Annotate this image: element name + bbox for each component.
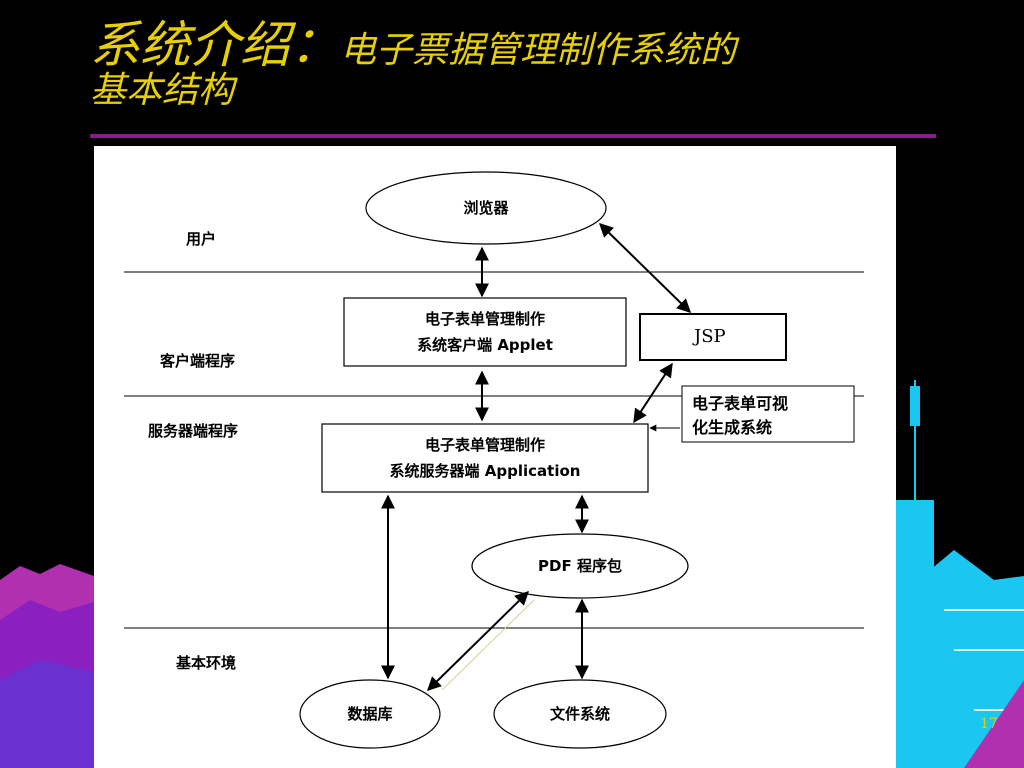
filesystem-label: 文件系统 — [549, 705, 610, 723]
tier-label-user: 用户 — [186, 230, 217, 248]
client-box-line2: 系统客户端 Applet — [417, 336, 553, 354]
pagoda-decoration — [894, 380, 1024, 768]
tier-label-server: 服务器端程序 — [148, 422, 239, 440]
arrow-jsp-server — [633, 362, 673, 424]
tier-label-base: 基本环境 — [176, 654, 237, 672]
server-box — [321, 423, 649, 493]
mountain-decoration — [0, 564, 94, 768]
diagram-connectors — [124, 171, 864, 749]
browser-ellipse — [365, 171, 607, 245]
pdf-ellipse — [471, 533, 689, 599]
callout-line1: 电子表单可视 — [692, 394, 789, 413]
architecture-diagram: 用户 客户端程序 服务器端程序 基本环境 浏览器 电子表单管理制作 系统客户端 … — [94, 146, 896, 768]
jsp-label: JSP — [694, 326, 726, 347]
slide-title: 系统介绍：电子票据管理制作系统的 基本结构 — [90, 18, 920, 111]
browser-label: 浏览器 — [463, 199, 509, 217]
pdf-label: PDF 程序包 — [538, 557, 622, 575]
arrow-pdf-database-shadow — [441, 599, 535, 691]
filesystem-ellipse — [493, 679, 667, 749]
database-ellipse — [299, 679, 441, 749]
callout-line2: 化生成系统 — [692, 418, 773, 437]
jsp-box — [639, 313, 787, 361]
server-box-line1: 电子表单管理制作 — [424, 436, 545, 454]
tier-label-client: 客户端程序 — [160, 352, 236, 370]
slide-title-main: 系统介绍： — [90, 16, 340, 74]
callout-box — [681, 385, 855, 443]
arrow-pdf-database — [427, 591, 529, 691]
slide-title-sub: 电子票据管理制作系统的 — [340, 30, 737, 71]
slide-title-line2: 基本结构 — [90, 70, 235, 111]
server-box-line2: 系统服务器端 Application — [389, 462, 581, 480]
client-box-line1: 电子表单管理制作 — [424, 310, 545, 328]
title-underline — [90, 134, 936, 138]
page-number: 17 — [980, 716, 998, 732]
database-label: 数据库 — [347, 705, 393, 723]
arrow-browser-jsp — [598, 223, 692, 313]
client-box — [343, 297, 627, 367]
